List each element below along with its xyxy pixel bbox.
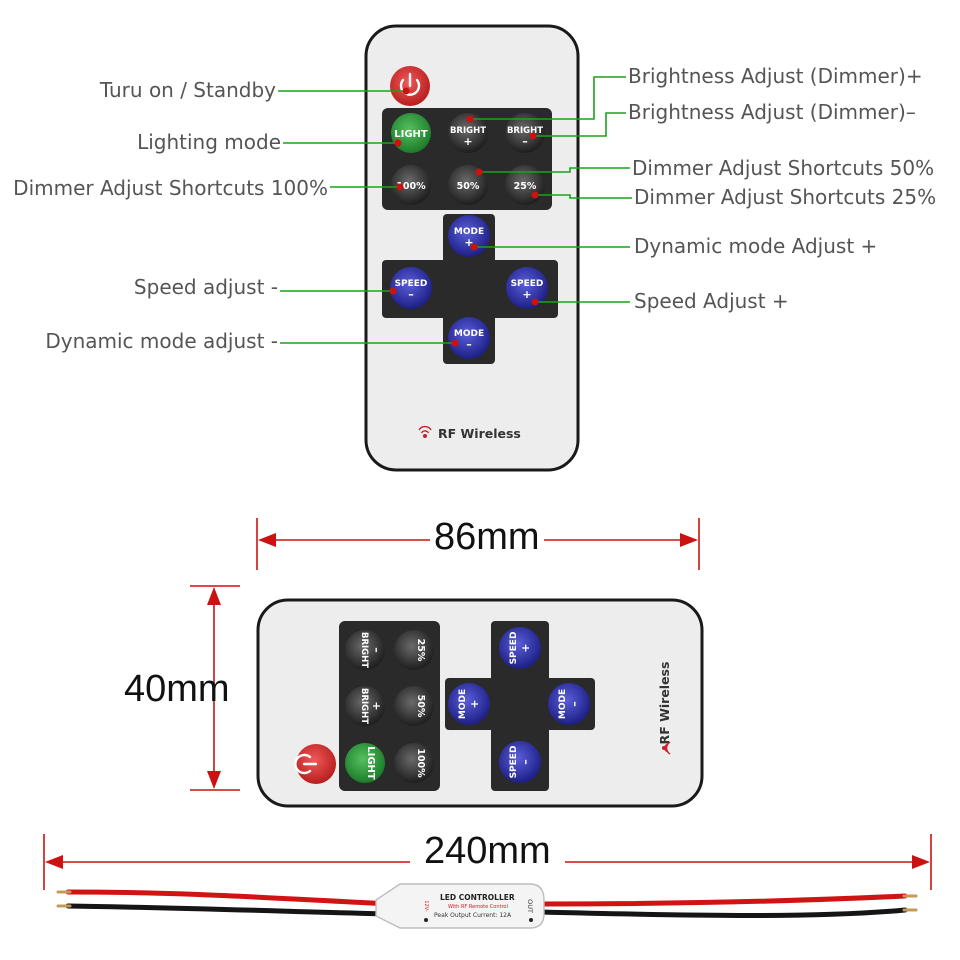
speed-minus-h-label: SPEED [509,746,519,779]
wifi-h-icon [662,741,671,755]
bright-minus-button [505,113,545,153]
bright-minus-h-sign: – [370,647,383,653]
dimension-height-label: 40mm [124,668,230,710]
controller-side-b: OUT [526,899,534,913]
label-dimmer-25: Dimmer Adjust Shortcuts 25% [634,185,937,209]
controller-housing [375,883,545,929]
mode-minus-h-label: MODE [558,689,568,719]
label-mode-minus: Dynamic mode adjust - [45,329,278,353]
mode-plus-h-sign: + [468,699,481,708]
speed-minus-label: SPEED [395,279,428,289]
bright-minus-sign: – [522,135,528,148]
mode-minus-sign: – [466,338,472,351]
dimension-cable-label: 240mm [410,830,565,873]
mode-minus-h-sign: – [568,701,581,707]
speed-plus-h [499,627,541,669]
p50-h-label: 50% [415,695,426,718]
label-speed-minus: Speed adjust - [133,275,278,299]
led-controller-assembly: LED CONTROLLER With RF Remote Control Pe… [56,883,918,929]
mode-minus-button [448,317,490,359]
speed-minus-h-sign: – [519,759,532,765]
label-dimmer-50: Dimmer Adjust Shortcuts 50% [632,156,935,180]
light-button-label: LIGHT [394,129,428,140]
label-mode-plus: Dynamic mode Adjust + [634,234,878,258]
rf-wireless-h-text: RF Wireless [657,662,672,745]
controller-subtitle: With RF Remote Control [448,904,508,910]
p50-label: 50% [457,181,480,192]
p100-h-label: 100% [415,748,426,778]
label-speed-plus: Speed Adjust + [634,289,789,313]
bright-plus-h [345,686,385,726]
controller-side-a: 12V- [423,900,429,911]
mode-plus-label: MODE [454,227,484,237]
bright-plus-h-sign: + [370,701,383,710]
marker-dots [389,87,539,347]
p100-label: 100% [396,181,426,192]
p25-h [394,630,434,670]
speed-plus-h-sign: + [519,643,532,652]
mode-plus-h-label: MODE [458,689,468,719]
bright-minus-label: BRIGHT [507,126,543,136]
mode-minus-label: MODE [454,329,484,339]
mode-plus-sign: + [464,236,473,249]
dimension-width-label: 86mm [430,516,544,559]
light-h-label: LIGHT [365,746,376,780]
controller-spec: Peak Output Current: 12A [434,912,512,919]
remote-vertical: LIGHT BRIGHT + BRIGHT – 100% 50% 25% MOD… [278,24,632,472]
controller-pin-b [529,918,533,922]
p100-h [394,743,434,783]
speed-minus-h [499,741,541,783]
wires-left [56,889,395,917]
rf-wireless-text: RF Wireless [438,426,521,441]
bright-plus-sign: + [463,135,472,148]
power-icon [399,72,421,96]
speed-minus-sign: – [408,288,414,301]
p25-label: 25% [514,181,537,192]
label-bright-minus: Brightness Adjust (Dimmer)– [628,100,916,124]
bright-plus-h-label: BRIGHT [359,688,369,724]
leader-lines [278,76,632,344]
power-icon-h [294,753,318,775]
dimension-height-arrow [190,585,240,791]
mode-minus-h [548,683,590,725]
speed-plus-label: SPEED [511,279,544,289]
speed-plus-h-label: SPEED [509,632,519,665]
wifi-icon [418,425,432,439]
bright-plus-label: BRIGHT [450,126,486,136]
label-bright-plus: Brightness Adjust (Dimmer)+ [628,64,923,88]
p100-button [391,165,431,205]
mode-plus-h [448,683,490,725]
bright-minus-h-label: BRIGHT [359,632,369,668]
controller-title: LED CONTROLLER [440,893,515,902]
speed-minus-button [390,267,432,309]
p50-h [394,686,434,726]
label-lighting-mode: Lighting mode [137,130,281,154]
controller-pin-a [424,918,428,922]
label-power: Turu on / Standby [99,78,276,102]
light-h [345,743,385,783]
label-dimmer-100: Dimmer Adjust Shortcuts 100% [13,176,328,200]
bright-plus-button [448,113,488,153]
bright-minus-h [345,630,385,670]
wires-right [537,893,918,918]
speed-plus-button [506,267,548,309]
remote-horizontal: BRIGHT – BRIGHT + LIGHT 25% 50% 100% SPE… [256,598,704,808]
p25-h-label: 25% [415,639,426,662]
speed-plus-sign: + [522,288,531,301]
